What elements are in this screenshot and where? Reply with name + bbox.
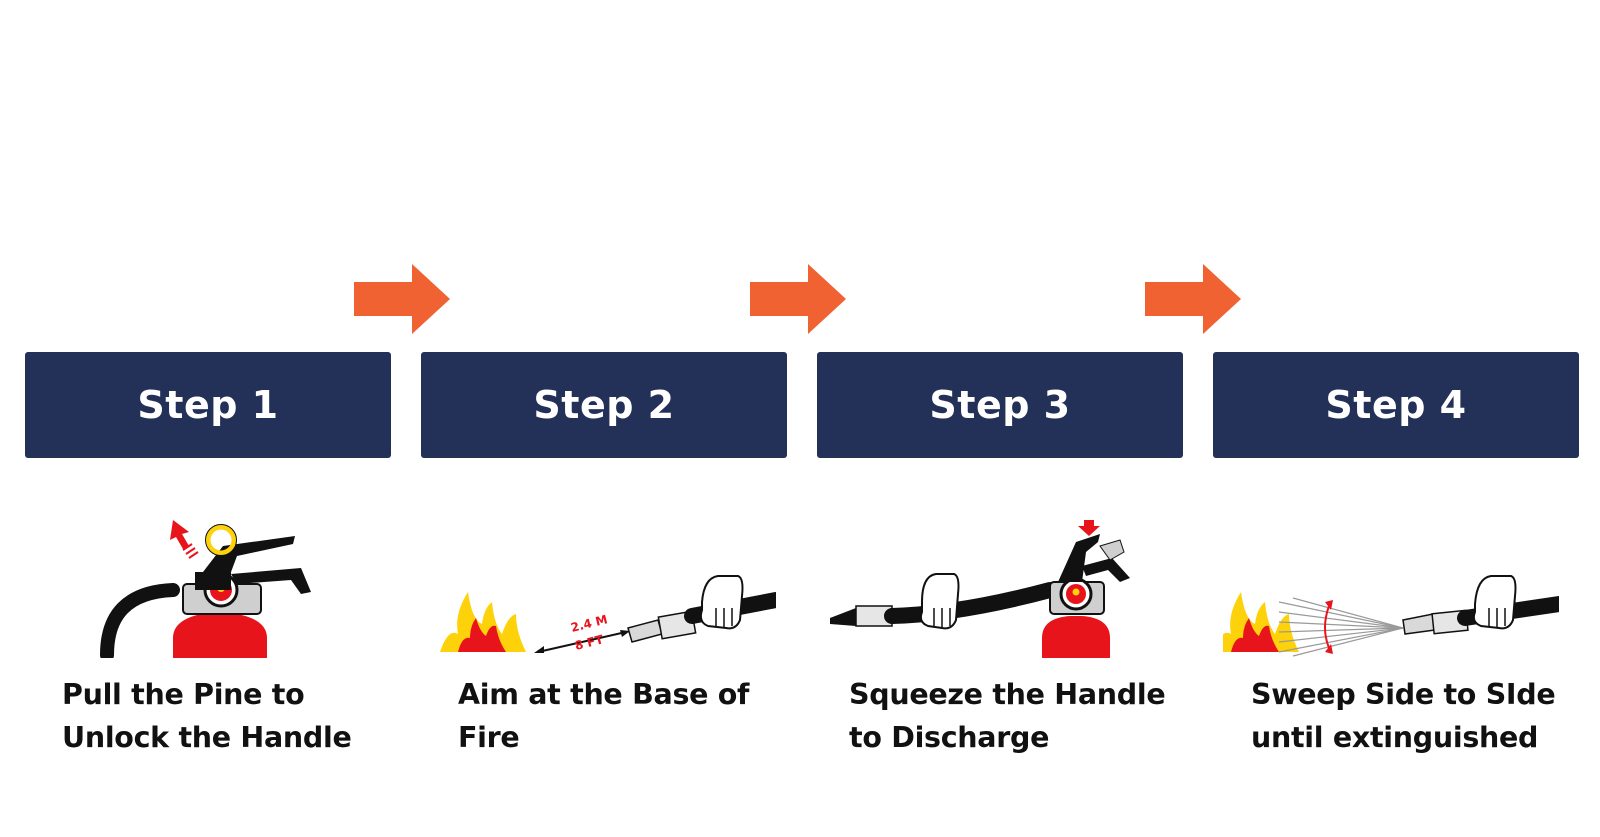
step-3-box: Step 3	[817, 352, 1183, 458]
step-4-caption: Sweep Side to SIde until extinguished	[1251, 678, 1556, 754]
aim-at-base-icon: 2.4 M 8 FT	[440, 575, 776, 653]
right-arrow-icon	[354, 264, 450, 334]
step-3-label: Step 3	[929, 383, 1071, 427]
step-2-caption: Aim at the Base of Fire	[458, 678, 750, 754]
distance-imperial-label: 8 FT	[573, 632, 605, 653]
step-1-caption: Pull the Pine to Unlock the Handle	[62, 678, 352, 754]
step-4-box: Step 4	[1213, 352, 1579, 458]
right-arrow-icon	[1145, 264, 1241, 334]
step-1-label: Step 1	[137, 383, 279, 427]
step-2-box: Step 2	[421, 352, 787, 458]
squeeze-handle-icon	[830, 520, 1130, 658]
sweep-side-icon	[1223, 575, 1559, 657]
distance-metric-label: 2.4 M	[569, 612, 609, 635]
step-2-label: Step 2	[533, 383, 675, 427]
step-3-caption: Squeeze the Handle to Discharge	[849, 678, 1166, 754]
step-1-box: Step 1	[25, 352, 391, 458]
step-4-label: Step 4	[1325, 383, 1467, 427]
right-arrow-icon	[750, 264, 846, 334]
pull-pin-icon	[100, 520, 311, 658]
